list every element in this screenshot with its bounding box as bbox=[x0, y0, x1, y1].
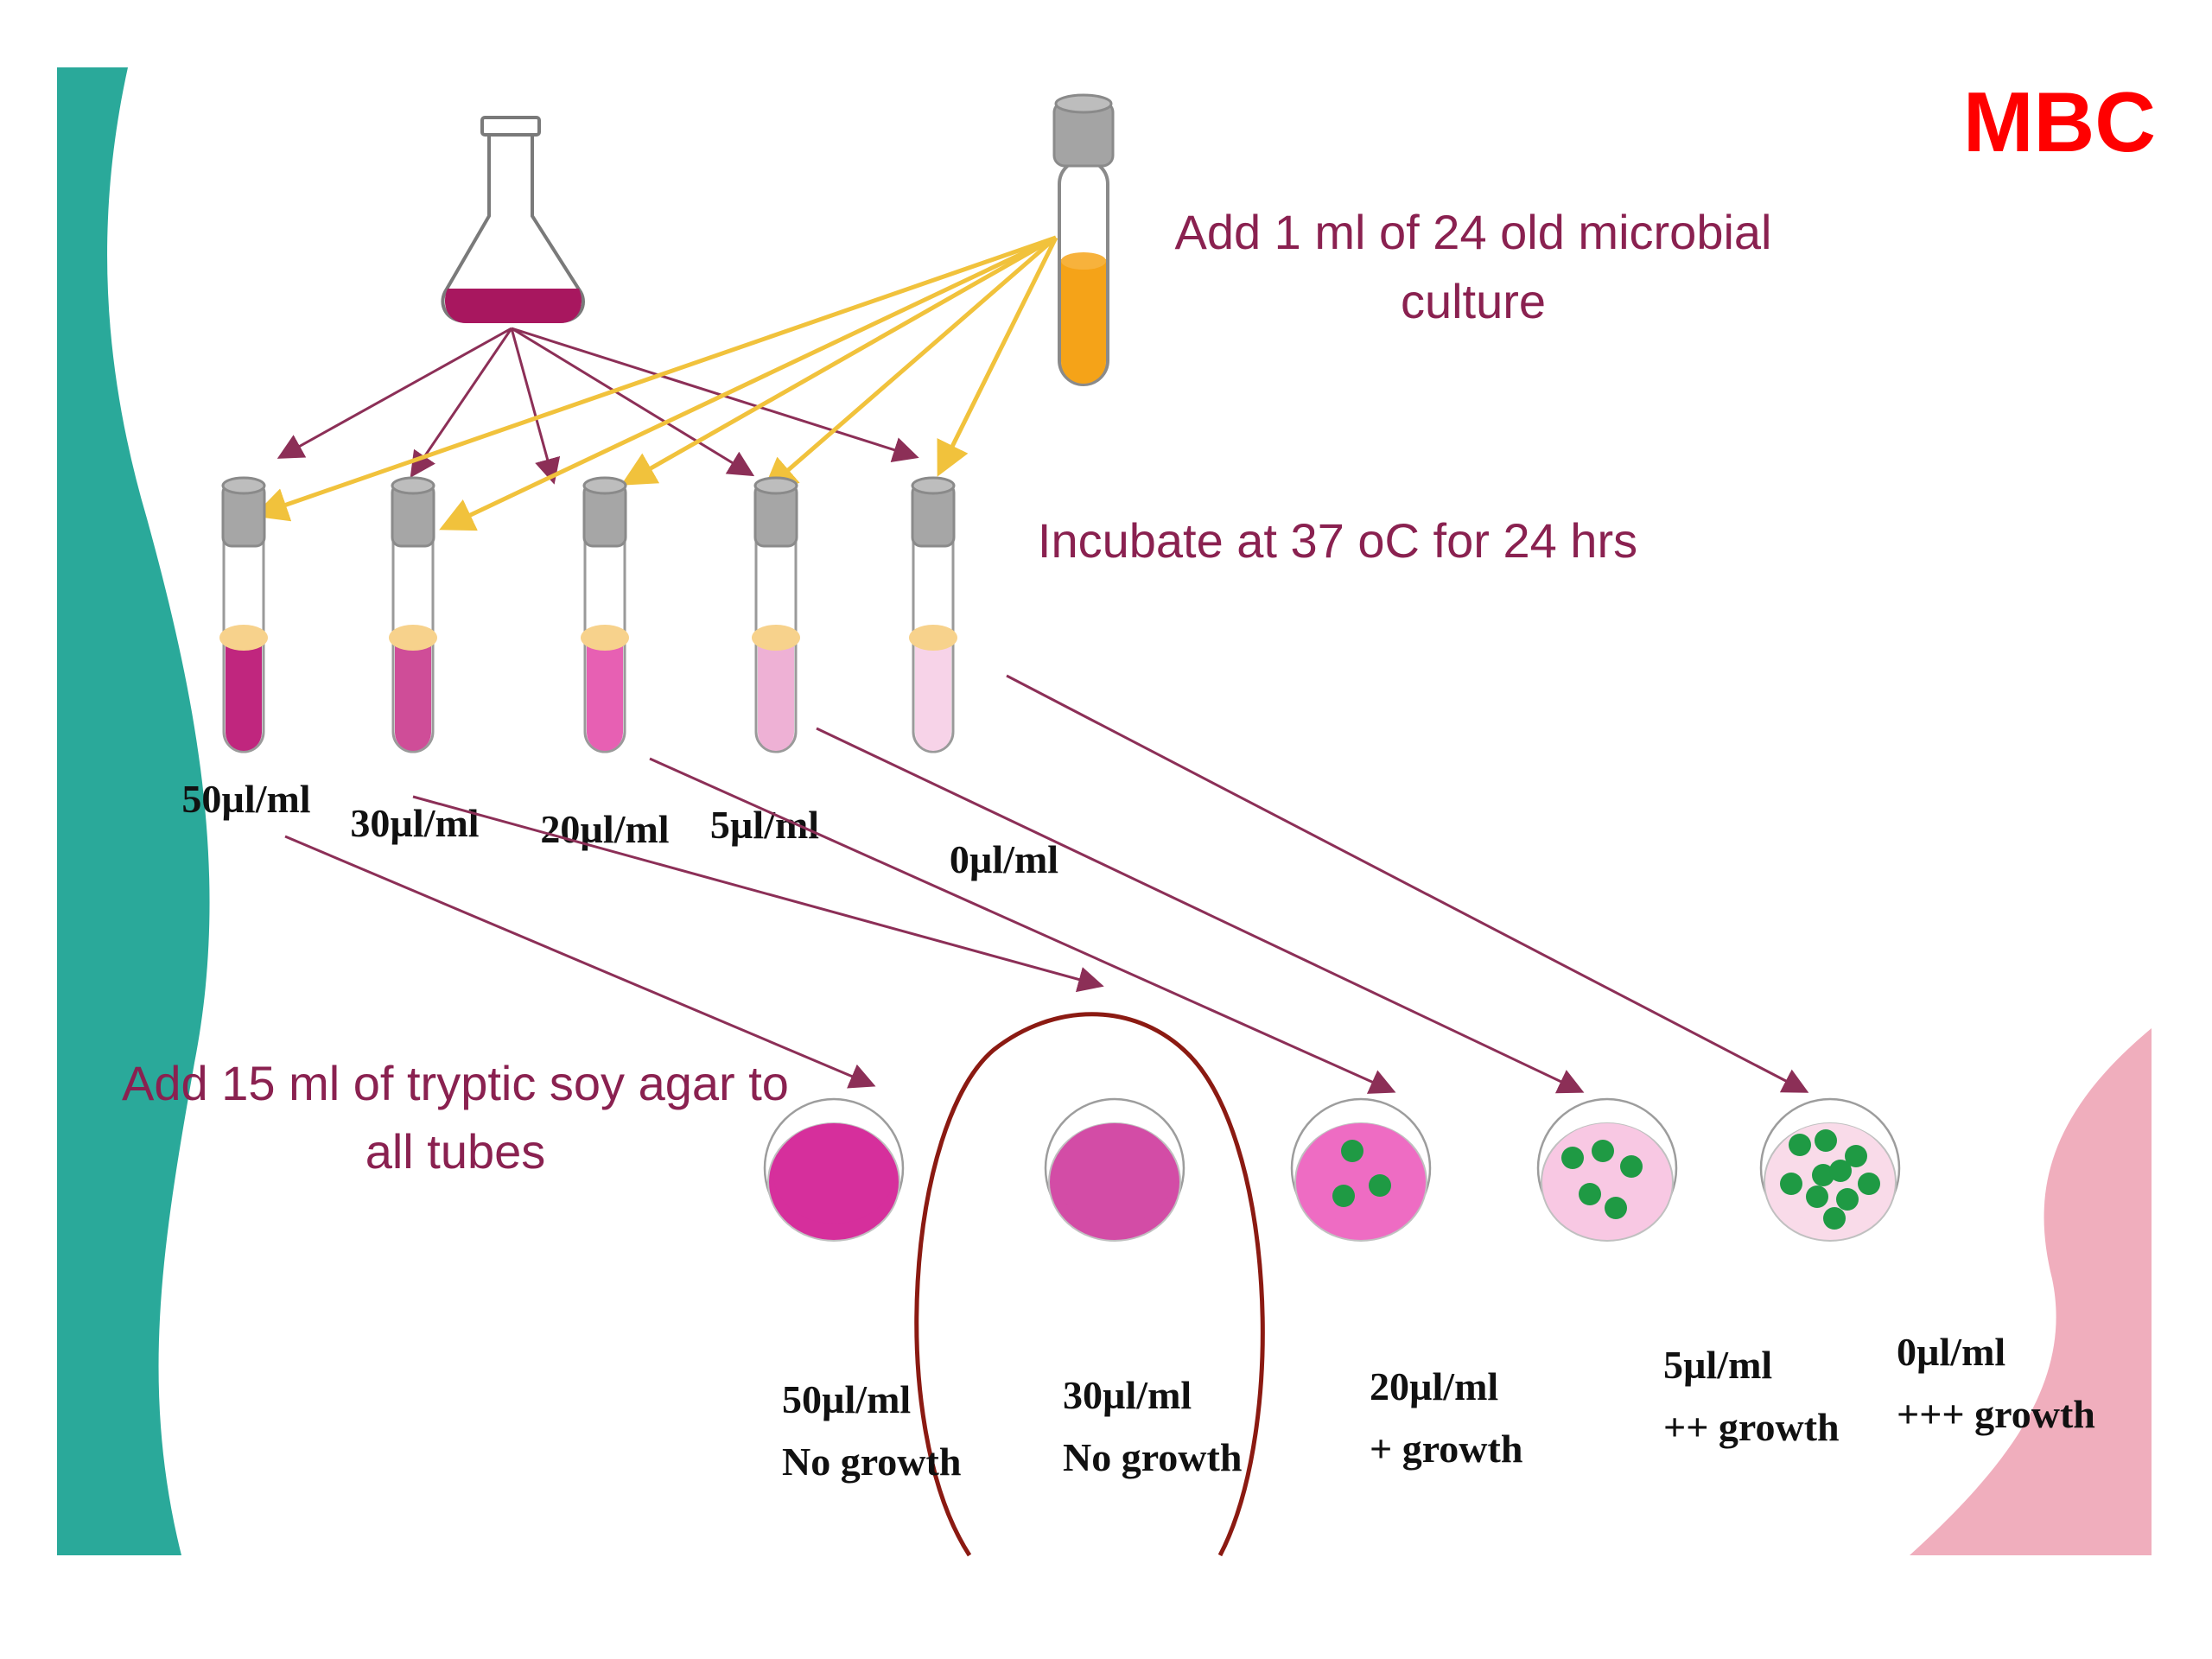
colony bbox=[1806, 1185, 1828, 1208]
colony bbox=[1579, 1183, 1601, 1205]
colony bbox=[1561, 1147, 1584, 1169]
svg-text:Add 15 ml of tryptic soy agar: Add 15 ml of tryptic soy agar to bbox=[122, 1056, 789, 1110]
test-tube-1: 50µl/ml bbox=[181, 476, 311, 821]
colony bbox=[1812, 1164, 1834, 1186]
mbc-title: MBC bbox=[1963, 74, 2156, 169]
teal-side-band bbox=[57, 67, 210, 1555]
plate-result: ++ growth bbox=[1663, 1405, 1840, 1449]
pink-corner-shape bbox=[1910, 1028, 2152, 1555]
plate-label-2: 30µl/ml No growth bbox=[1063, 1373, 1242, 1479]
colony bbox=[1845, 1145, 1867, 1167]
tube-medium bbox=[226, 644, 262, 751]
culture-medium bbox=[1061, 259, 1106, 384]
tube-medium bbox=[915, 644, 951, 751]
colony bbox=[1620, 1155, 1643, 1178]
colony bbox=[1592, 1140, 1614, 1162]
tube-to-plate-arrows bbox=[284, 674, 1809, 1094]
flask-icon bbox=[441, 116, 585, 323]
petri-dish-1 bbox=[763, 1097, 905, 1242]
tube-medium bbox=[758, 644, 794, 751]
colony bbox=[1369, 1174, 1391, 1197]
tube-agar-band bbox=[752, 625, 800, 651]
arrow-tube-plate-1 bbox=[284, 835, 876, 1089]
test-tube-4: 5µl/ml bbox=[710, 476, 819, 847]
tube-agar-band bbox=[581, 625, 629, 651]
highlight-ring bbox=[914, 1012, 1265, 1557]
colony bbox=[1823, 1207, 1846, 1230]
tubes-row: 50µl/ml 30µl/ml 20µl/ml 5µl/ml 0µl/ml bbox=[181, 476, 1058, 881]
colony bbox=[1815, 1129, 1837, 1152]
plate-result: No growth bbox=[782, 1440, 961, 1484]
svg-text:Add 1 ml of 24 old microbial: Add 1 ml of 24 old microbial bbox=[1174, 205, 1771, 259]
arrow-flask-tube-5 bbox=[511, 327, 919, 463]
plate-concentration: 5µl/ml bbox=[1663, 1343, 1772, 1387]
flask-medium bbox=[444, 289, 582, 323]
plate-label-3: 20µl/ml + growth bbox=[1370, 1364, 1522, 1471]
arrow-flask-tube-2 bbox=[410, 327, 513, 478]
arrow-flask-tube-1 bbox=[276, 327, 512, 459]
colony bbox=[1858, 1173, 1880, 1195]
test-tube-5: 0µl/ml bbox=[909, 476, 1058, 881]
tube-label-2: 30µl/ml bbox=[350, 801, 479, 845]
culture-tube-icon bbox=[1052, 93, 1115, 386]
test-tube-2: 30µl/ml bbox=[350, 476, 480, 845]
arrow-culture-tube-1 bbox=[252, 235, 1057, 522]
arrow-tube-plate-5 bbox=[1006, 674, 1809, 1093]
colony bbox=[1341, 1140, 1363, 1162]
tube-label-3: 20µl/ml bbox=[540, 807, 669, 851]
step-3-text: Add 15 ml of tryptic soy agar to all tub… bbox=[122, 1056, 789, 1179]
petri-dish-2 bbox=[1044, 1097, 1185, 1242]
tube-label-5: 0µl/ml bbox=[950, 837, 1058, 881]
arrow-flask-tube-4 bbox=[511, 327, 755, 477]
flask-to-tube-arrows bbox=[276, 327, 919, 485]
petri-dish-3 bbox=[1290, 1097, 1432, 1242]
arrow-tube-plate-2 bbox=[412, 795, 1104, 993]
arrow-culture-tube-3 bbox=[620, 235, 1058, 486]
culture-to-tube-arrows bbox=[252, 235, 1058, 531]
plate-label-4: 5µl/ml ++ growth bbox=[1663, 1343, 1840, 1449]
arrow-culture-tube-2 bbox=[439, 235, 1058, 531]
plate-label-5: 0µl/ml +++ growth bbox=[1897, 1330, 2095, 1436]
arrow-tube-plate-3 bbox=[649, 757, 1396, 1094]
plate-result: +++ growth bbox=[1897, 1392, 2095, 1436]
test-tube-3: 20µl/ml bbox=[540, 476, 670, 851]
tube-medium bbox=[587, 644, 623, 751]
plate-label-1: 50µl/ml No growth bbox=[782, 1377, 961, 1484]
svg-text:all tubes: all tubes bbox=[365, 1124, 546, 1179]
plate-concentration: 20µl/ml bbox=[1370, 1364, 1498, 1408]
colony bbox=[1829, 1160, 1852, 1182]
tube-agar-band bbox=[219, 625, 268, 651]
tube-agar-band bbox=[909, 625, 957, 651]
plate-concentration: 30µl/ml bbox=[1063, 1373, 1192, 1417]
plate-result: No growth bbox=[1063, 1435, 1242, 1479]
colony bbox=[1836, 1188, 1859, 1211]
colony bbox=[1332, 1185, 1355, 1207]
colony bbox=[1605, 1197, 1627, 1219]
arrow-flask-tube-3 bbox=[510, 327, 561, 485]
petri-dish-5 bbox=[1759, 1097, 1901, 1242]
tube-medium bbox=[395, 644, 431, 751]
plate-concentration: 50µl/ml bbox=[782, 1377, 911, 1421]
plate-result: + growth bbox=[1370, 1427, 1522, 1471]
plate-concentration: 0µl/ml bbox=[1897, 1330, 2005, 1374]
svg-text:culture: culture bbox=[1401, 274, 1546, 328]
arrow-culture-tube-4 bbox=[762, 236, 1058, 493]
step-2-text: Incubate at 37 oC for 24 hrs bbox=[1038, 513, 1637, 568]
tube-label-1: 50µl/ml bbox=[181, 777, 310, 821]
petri-dish-4 bbox=[1536, 1097, 1678, 1242]
arrow-tube-plate-4 bbox=[816, 727, 1585, 1094]
arrow-culture-tube-5 bbox=[937, 236, 1058, 477]
tube-agar-band bbox=[389, 625, 437, 651]
plates-row: 50µl/ml No growth 30µl/ml No growth 20µl/ml +… bbox=[763, 1097, 2095, 1484]
step-1-text: Add 1 ml of 24 old microbial culture bbox=[1174, 205, 1771, 328]
colony bbox=[1789, 1134, 1811, 1156]
colony bbox=[1780, 1173, 1802, 1195]
